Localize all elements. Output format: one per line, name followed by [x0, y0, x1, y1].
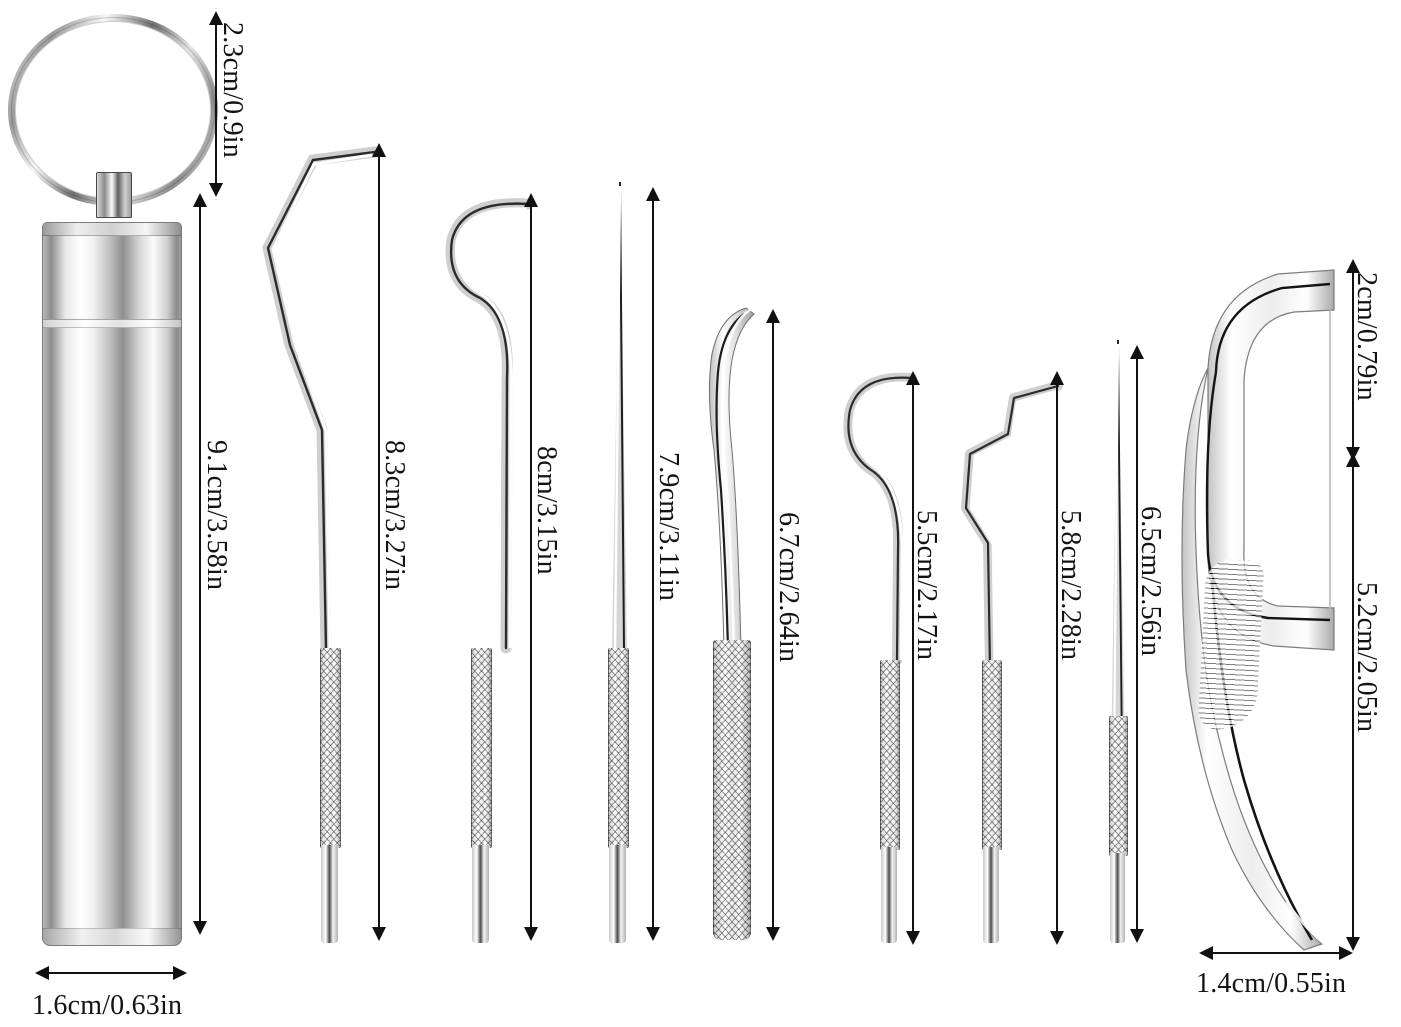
probe1-dimension-label: 7.9cm/3.11in — [653, 452, 684, 602]
thin-needle-knurled-grip — [1109, 716, 1128, 856]
canister-height-arrow — [199, 206, 201, 922]
canister-cap — [43, 223, 181, 236]
canister-width-label: 1.6cm/0.63in — [32, 990, 183, 1021]
scraper-knurled-grip — [713, 640, 751, 940]
curved-tartar-scraper — [708, 307, 755, 651]
keyring-dimension-arrow — [215, 24, 217, 184]
floss-width-dimension-arrow — [1212, 952, 1340, 954]
probe2-dimension-arrow — [1136, 358, 1138, 930]
straight-needle-probe — [612, 181, 627, 651]
floss-head-dimension-arrow — [1352, 272, 1354, 448]
scraper-dimension-label: 6.7cm/2.64in — [773, 512, 804, 663]
probe2-dimension-label: 6.5cm/2.56in — [1135, 506, 1166, 657]
scraper-dimension-arrow — [772, 322, 774, 928]
canister-seam — [43, 319, 181, 328]
floss-width-dimension-label: 1.4cm/0.55in — [1196, 968, 1347, 999]
small-curved-pick — [843, 372, 917, 665]
floss-body-dimension-label: 5.2cm/2.05in — [1351, 582, 1382, 733]
key-ring-nub — [96, 172, 132, 218]
curved-hook-pick — [445, 198, 534, 654]
needle-probe-shaft-lower — [609, 845, 626, 943]
pick1-dimension-label: 8.3cm/3.27in — [379, 440, 410, 591]
thin-needle-shaft-lower — [1110, 853, 1125, 943]
pick2-dimension-label: 8cm/3.15in — [531, 446, 562, 575]
canister-height-label: 9.1cm/3.58in — [201, 440, 232, 591]
pick3-dimension-label: 5.5cm/2.17in — [911, 510, 942, 661]
zigzag-pick-shaft-lower — [983, 847, 999, 943]
angled-pick-knurled-grip — [320, 648, 341, 848]
thin-needle-probe — [1111, 339, 1125, 759]
probe1-dimension-arrow — [652, 200, 654, 928]
hook-pick-shaft-lower — [472, 845, 489, 943]
floss-pick — [1181, 269, 1335, 951]
small-pick-knurled-grip — [880, 660, 900, 850]
needle-probe-knurled-grip — [608, 648, 629, 848]
canister-base — [43, 928, 181, 945]
split-key-ring — [8, 14, 218, 206]
pick3-dimension-arrow — [912, 384, 914, 932]
pick1-dimension-arrow — [378, 156, 380, 928]
hook-pick-knurled-grip — [471, 648, 492, 848]
zigzag-bent-pick — [961, 381, 1063, 673]
pick2-dimension-arrow — [530, 206, 532, 928]
pick4-dimension-label: 5.8cm/2.28in — [1055, 510, 1086, 661]
pick4-dimension-arrow — [1056, 384, 1058, 932]
canister-width-arrow — [48, 972, 174, 974]
zigzag-pick-knurled-grip — [982, 660, 1002, 850]
floss-head-dimension-label: 2cm/0.79in — [1351, 272, 1382, 401]
angled-dental-pick — [262, 146, 381, 656]
toothpick-holder-canister — [42, 222, 182, 946]
keyring-dimension-label: 2.3cm/0.9in — [217, 22, 248, 158]
floss-body-dimension-arrow — [1352, 466, 1354, 938]
angled-pick-shaft-lower — [321, 845, 338, 943]
small-pick-shaft-lower — [881, 847, 897, 943]
